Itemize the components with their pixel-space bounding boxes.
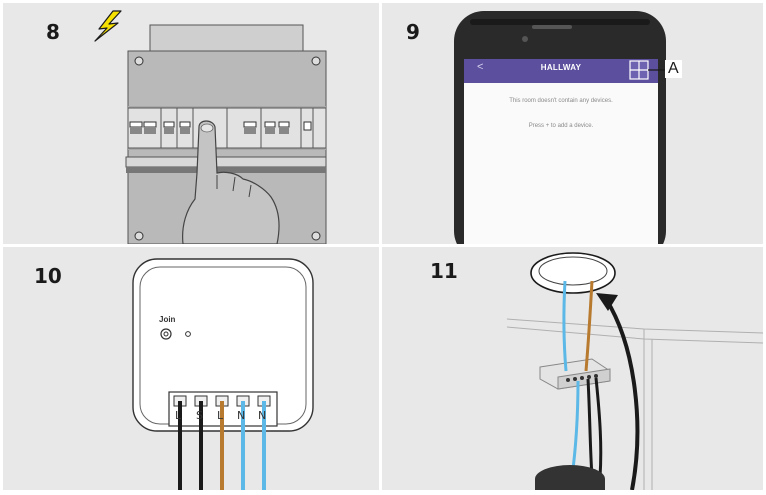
terminal-label: S (196, 409, 203, 422)
phone-camera (522, 36, 528, 42)
empty-room-message: This room doesn't contain any devices. (509, 98, 613, 104)
terminal-label: L (217, 409, 224, 422)
screw (134, 231, 144, 241)
terminal-label: L (175, 409, 182, 422)
panel-step-8: 8 (3, 3, 379, 244)
step-number-8: 8 (46, 20, 60, 44)
phone-speaker (532, 25, 572, 29)
step-number-11: 11 (430, 259, 458, 283)
screw (134, 56, 144, 66)
ceiling-lamp (530, 252, 616, 294)
callout-label-a: A (665, 60, 682, 78)
terminal-label: N (237, 409, 246, 422)
phone-screen (464, 59, 658, 244)
cabinet-shelf-shadow (126, 167, 326, 173)
breaker-switch-bases (130, 128, 289, 134)
lightning-bolt-icon (94, 10, 122, 42)
cabinet-shelf (125, 156, 327, 168)
add-device-hint: Press + to add a device. (528, 123, 594, 129)
wires (178, 401, 266, 490)
panel-step-9: 9 < HALLWAY This room doesn't contain an… (382, 3, 763, 244)
chevron-left-icon[interactable]: < (477, 61, 484, 73)
relay-module-small (539, 358, 611, 390)
supply-wires (570, 377, 603, 478)
smartphone-illustration (454, 11, 666, 244)
step-number-10: 10 (34, 264, 62, 288)
join-label: Join (159, 315, 176, 324)
ceiling-outline (506, 318, 763, 490)
ceiling-install-illustration (506, 252, 763, 490)
divider-horizontal (3, 244, 763, 247)
panel-step-10: 10 Jo (3, 247, 379, 490)
circuit-breakers (127, 107, 327, 149)
relay-module-illustration (132, 258, 314, 490)
plus-grid-icon[interactable] (629, 60, 649, 80)
pointing-hand-icon (182, 120, 280, 244)
app-title: HALLWAY (540, 63, 582, 72)
curved-arrow-icon (596, 293, 640, 490)
lamp-wires (562, 280, 594, 372)
breaker-switches (129, 121, 312, 131)
screw (311, 56, 321, 66)
screw (311, 231, 321, 241)
app-header (464, 59, 658, 83)
breaker-box-illustration (94, 10, 327, 244)
step-number-9: 9 (406, 20, 420, 44)
status-led (185, 331, 191, 337)
panel-step-11: 11 (382, 247, 763, 490)
terminal-label: N (258, 409, 267, 422)
cabinet-top (149, 24, 304, 56)
